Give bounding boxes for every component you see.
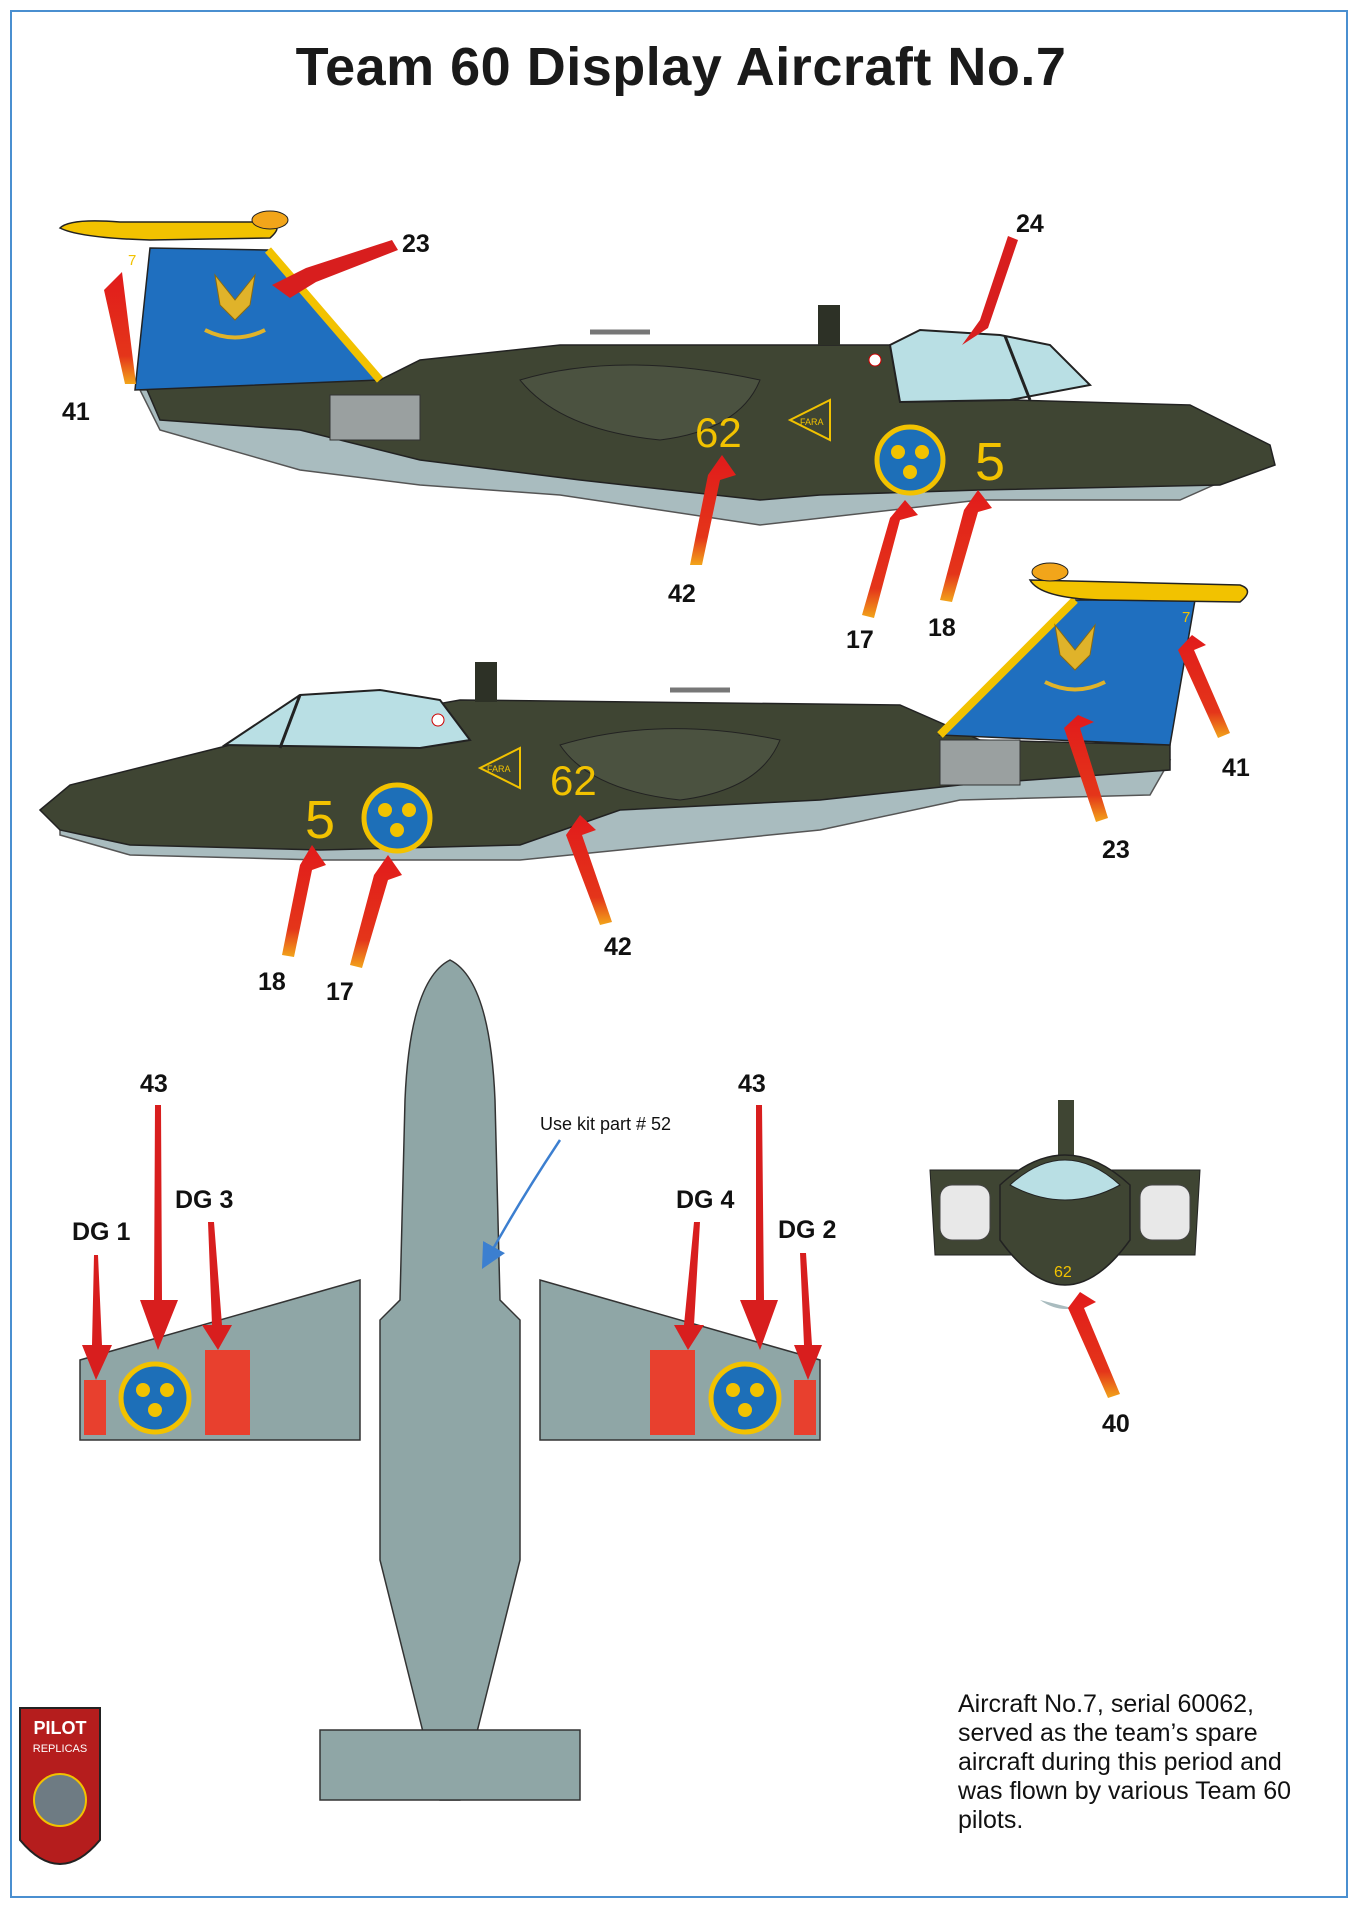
eagle-crest-icon	[204, 273, 266, 340]
arrow-dg4	[674, 1222, 704, 1350]
arrow-dg3	[202, 1222, 232, 1350]
fuselage-number-2: 62	[550, 757, 597, 804]
callout-43-right: 43	[738, 1070, 766, 1098]
fara-marking: FARA	[800, 417, 824, 427]
arrow-23-side1	[272, 240, 398, 298]
arrow-40	[1068, 1292, 1120, 1398]
callout-dg1: DG 1	[72, 1218, 130, 1246]
callout-41-side1: 41	[62, 398, 90, 426]
side1-callouts: 41 23 24 42 17 18	[62, 210, 1044, 654]
arrow-17-side2	[350, 855, 402, 968]
tail-fin-2	[938, 599, 1196, 746]
arrow-17-side1	[862, 500, 918, 618]
arrow-24	[962, 236, 1018, 345]
callout-23-side1: 23	[402, 230, 430, 258]
kit-part-pointer	[481, 1139, 562, 1269]
red-panel-dg2	[794, 1380, 816, 1435]
page-title: Team 60 Display Aircraft No.7	[295, 37, 1067, 97]
side-view-left-profile: 7 FARA 62 5	[58, 210, 1276, 526]
fuselage-number: 62	[695, 409, 742, 456]
tail-number: 7	[128, 252, 136, 269]
arrow-dg1	[82, 1255, 112, 1380]
arrow-23-side2	[1064, 715, 1108, 822]
callout-17-side2: 17	[326, 978, 354, 1006]
red-panel-dg1	[84, 1380, 106, 1435]
callout-dg3: DG 3	[175, 1186, 233, 1214]
eagle-crest-icon-2	[1044, 623, 1106, 692]
front-view-callouts: 40	[1068, 1292, 1130, 1438]
nose-number-2: 5	[305, 790, 335, 850]
arrow-42-side1	[690, 455, 736, 565]
callout-42-side1: 42	[668, 580, 696, 608]
callout-dg4: DG 4	[676, 1186, 734, 1214]
arrow-18-side1	[940, 490, 992, 602]
top-view	[79, 959, 821, 1801]
top-view-callouts: DG 1 43 DG 3 DG 4 43 DG 2 Use kit part #…	[72, 1070, 836, 1380]
roundel-three-crowns-icon-2	[361, 782, 433, 854]
side2-callouts: 18 17 42 23 41	[258, 635, 1250, 1006]
callout-43-left: 43	[140, 1070, 168, 1098]
callout-42-side2: 42	[604, 933, 632, 961]
kit-part-note: Use kit part # 52	[540, 1114, 671, 1134]
arrow-43-right	[740, 1105, 778, 1350]
callout-23-side2: 23	[1102, 836, 1130, 864]
red-panel-dg4	[650, 1350, 695, 1435]
roundel-wing-right-icon	[708, 1361, 782, 1435]
tail-number-2: 7	[1182, 609, 1190, 626]
arrow-43-left	[140, 1105, 178, 1350]
arrow-41-side1	[104, 272, 136, 384]
side-view-right-profile: 7 FARA 62 5	[38, 562, 1249, 861]
front-view-number: 62	[1054, 1264, 1072, 1281]
callout-17-side1: 17	[846, 626, 874, 654]
aircraft-note: Aircraft No.7, serial 60062, served as t…	[958, 1690, 1292, 1834]
arrow-dg2	[794, 1253, 822, 1380]
callout-40: 40	[1102, 1410, 1130, 1438]
logo-line2: REPLICAS	[33, 1743, 87, 1755]
callout-18-side2: 18	[258, 968, 286, 996]
callout-41-side2: 41	[1222, 754, 1250, 782]
roundel-wing-left-icon	[118, 1361, 192, 1435]
pilot-replicas-logo: PILOT REPLICAS	[19, 1707, 101, 1865]
callout-dg2: DG 2	[778, 1216, 836, 1244]
fara-marking-2: FARA	[487, 764, 511, 774]
page-border	[10, 10, 1348, 1898]
red-panel-dg3	[205, 1350, 250, 1435]
logo-line1: PILOT	[34, 1718, 87, 1738]
front-view: 62	[929, 1100, 1201, 1310]
roundel-three-crowns-icon	[874, 424, 946, 496]
arrow-41-side2	[1178, 635, 1230, 738]
nose-number: 5	[975, 432, 1005, 492]
arrow-18-side2	[282, 845, 326, 957]
arrow-42-side2	[566, 815, 612, 925]
callout-18-side1: 18	[928, 614, 956, 642]
callout-24: 24	[1016, 210, 1044, 238]
